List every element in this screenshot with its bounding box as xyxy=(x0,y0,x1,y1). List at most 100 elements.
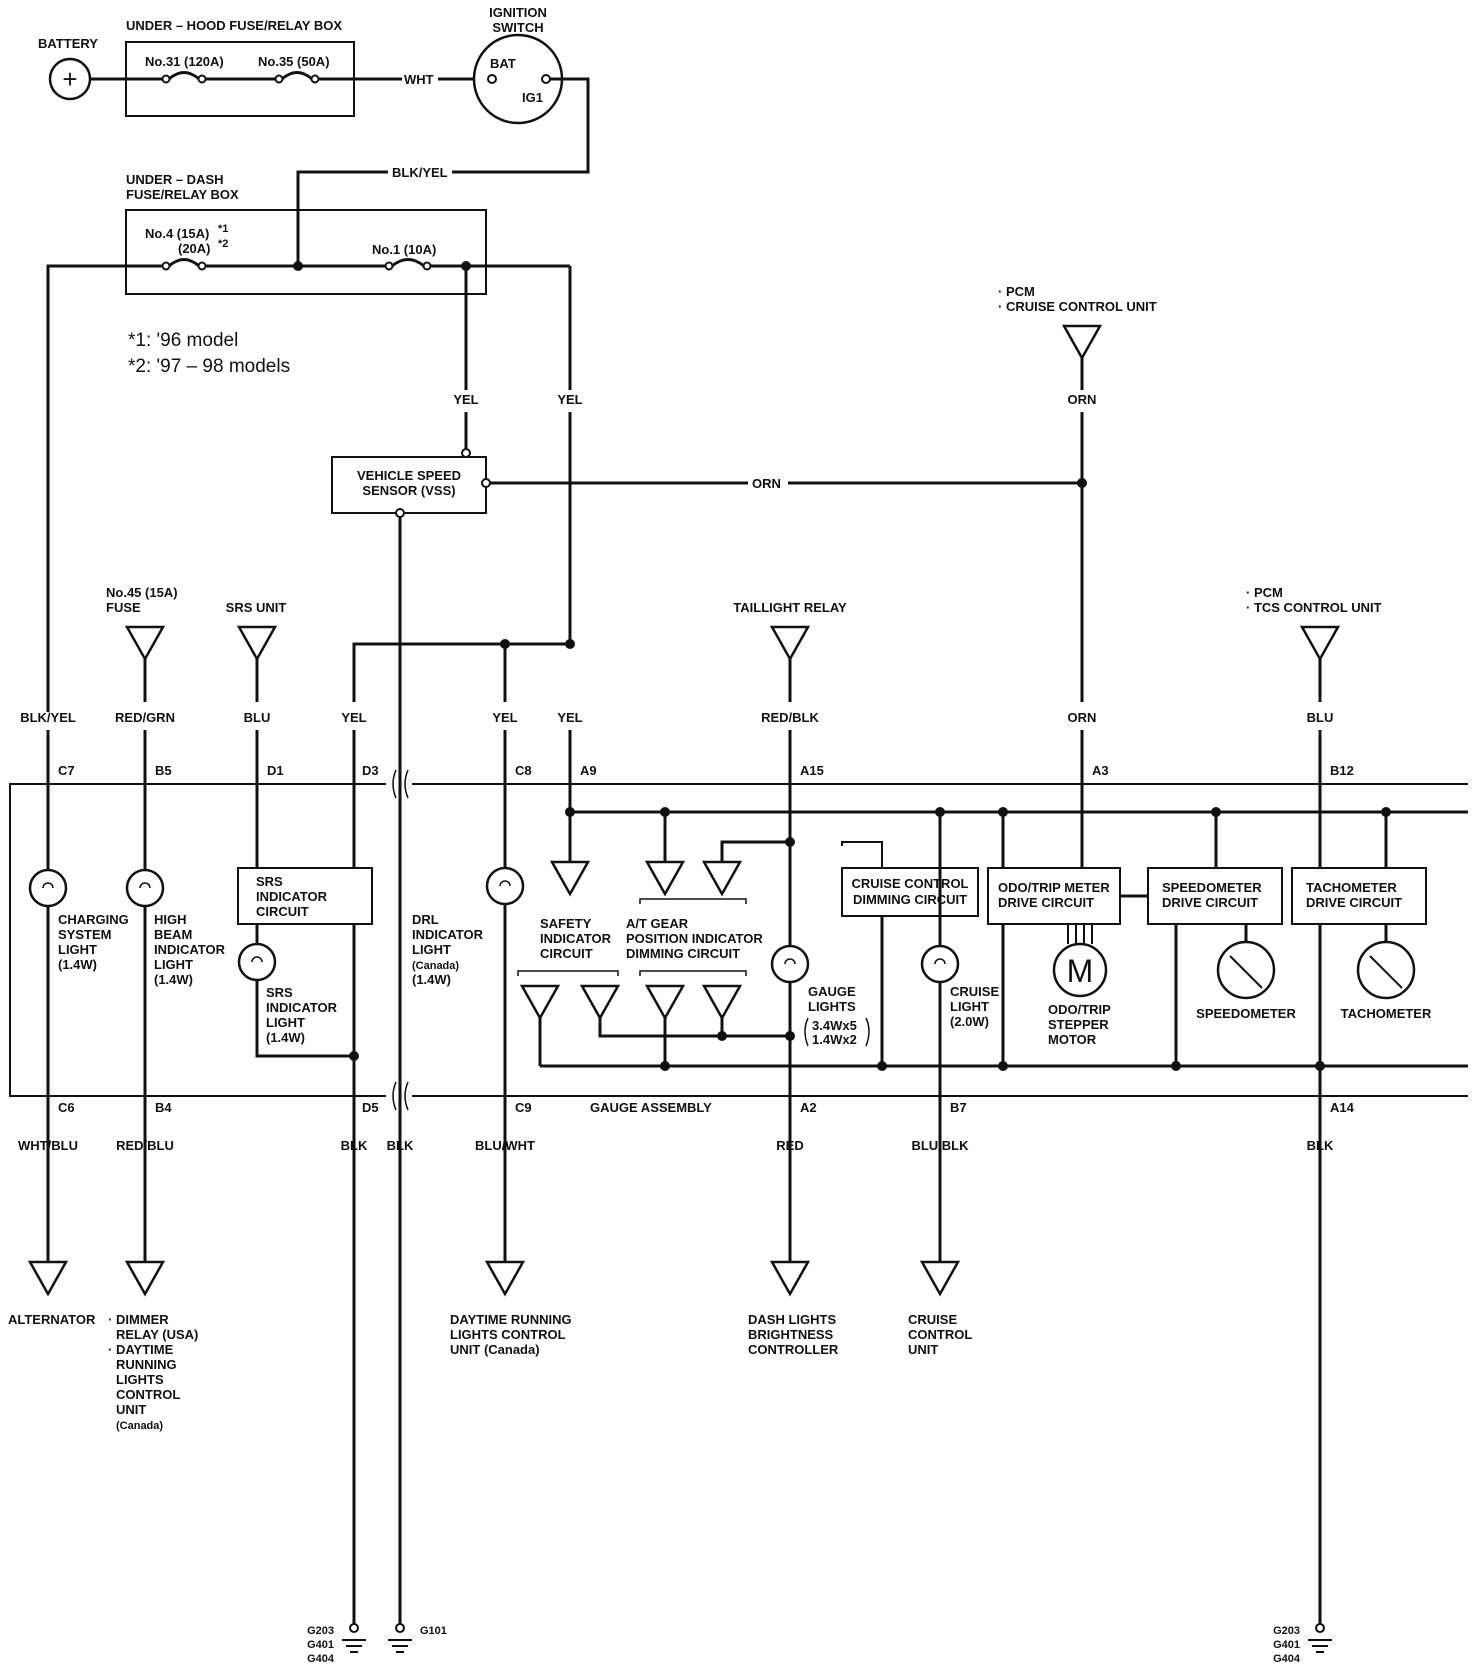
safety-line-2: INDICATOR xyxy=(540,931,612,946)
dest-dimmer-relay: · DIMMER RELAY (USA) · DAYTIME RUNNING L… xyxy=(108,1260,198,1432)
ground-left xyxy=(342,1623,366,1653)
dash-line-3: CONTROLLER xyxy=(748,1342,839,1357)
wire-label-blu-1: BLU xyxy=(244,710,271,725)
tachometer-drive-circuit: TACHOMETER DRIVE CIRCUIT xyxy=(1291,867,1427,925)
dash-line-1: DASH LIGHTS xyxy=(748,1312,836,1327)
motor-line-2: STEPPER xyxy=(1048,1017,1109,1032)
wire-label-yel-3: YEL xyxy=(341,710,366,725)
wire-label-red-blu: RED/BLU xyxy=(116,1138,174,1153)
speedo-line-2: DRIVE CIRCUIT xyxy=(1162,895,1258,910)
srs-circuit-line-2: INDICATOR xyxy=(256,889,328,904)
at-line-1: A/T GEAR xyxy=(626,916,689,931)
wire-label-yel-1: YEL xyxy=(453,392,478,407)
pin-c6: C6 xyxy=(58,1100,75,1115)
footnote-2: *2: '97 – 98 models xyxy=(128,356,290,377)
fuse-4-mark-2: *2 xyxy=(218,238,228,250)
wire-label-blu-2: BLU xyxy=(1307,710,1334,725)
at-line-3: DIMMING CIRCUIT xyxy=(626,946,740,961)
gauge-lights-line-3: 3.4Wx5 xyxy=(812,1018,857,1033)
pin-a9: A9 xyxy=(580,763,597,778)
charging-system-light: CHARGING SYSTEM LIGHT (1.4W) xyxy=(28,868,129,972)
underhood-box-title: UNDER – HOOD FUSE/RELAY BOX xyxy=(126,18,342,33)
vehicle-speed-sensor: VEHICLE SPEED SENSOR (VSS) xyxy=(331,456,491,518)
wire-label-orn-mid: ORN xyxy=(752,476,781,491)
cruise-control-dimming-circuit: CRUISE CONTROL DIMMING CIRCUIT xyxy=(841,841,979,917)
motor-symbol: M xyxy=(1067,953,1094,989)
dest-cruise-control-unit: CRUISE CONTROL UNIT xyxy=(908,1260,972,1357)
dest-drl-control-unit: DAYTIME RUNNING LIGHTS CONTROL UNIT (Can… xyxy=(450,1260,572,1357)
fuse-4-label: No.4 (15A) xyxy=(145,226,209,241)
dimmer-line-4: RUNNING xyxy=(116,1357,177,1372)
pin-c8: C8 xyxy=(515,763,532,778)
ground-g101 xyxy=(388,1623,412,1653)
vss-line-2: SENSOR (VSS) xyxy=(362,483,455,498)
fuse-45-line-2: FUSE xyxy=(106,600,141,615)
pin-c9: C9 xyxy=(515,1100,532,1115)
charging-line-3: LIGHT xyxy=(58,942,97,957)
source-pcm-tcs: · PCM · TCS CONTROL UNIT xyxy=(1246,585,1382,662)
gauge-lights-line-4: 1.4Wx2 xyxy=(812,1032,857,1047)
motor-line-3: MOTOR xyxy=(1048,1032,1097,1047)
odo-line-2: DRIVE CIRCUIT xyxy=(998,895,1094,910)
drl-indicator-light: DRL INDICATOR LIGHT (Canada) (1.4W) xyxy=(412,866,525,987)
speedometer-drive-circuit: SPEEDOMETER DRIVE CIRCUIT xyxy=(1147,867,1283,925)
cruise-light-line-3: (2.0W) xyxy=(950,1014,989,1029)
srs-light-line-2: INDICATOR xyxy=(266,1000,338,1015)
drl-line-4: (Canada) xyxy=(412,960,459,972)
ground-left-2: G401 xyxy=(307,1639,334,1651)
pin-a14: A14 xyxy=(1330,1100,1355,1115)
odo-trip-meter-drive-circuit: ODO/TRIP METER DRIVE CIRCUIT xyxy=(987,867,1121,925)
source-fuse-45: No.45 (15A) FUSE xyxy=(106,585,178,662)
cruise-light: CRUISE LIGHT (2.0W) xyxy=(920,944,999,1029)
source-taillight-relay: TAILLIGHT RELAY xyxy=(733,600,847,662)
footnotes: *1: '96 model *2: '97 – 98 models xyxy=(128,330,290,377)
battery-plus: + xyxy=(62,64,77,94)
drl-unit-line-1: DAYTIME RUNNING xyxy=(450,1312,572,1327)
wire-label-blk-yel-top: BLK/YEL xyxy=(392,165,448,180)
gauge-lights-line-2: LIGHTS xyxy=(808,999,856,1014)
pcm-top-line-1: · PCM xyxy=(998,284,1035,299)
speedometer: SPEEDOMETER xyxy=(1196,940,1296,1021)
dimmer-line-1: · DIMMER xyxy=(108,1312,169,1327)
wire-label-yel-2: YEL xyxy=(557,392,582,407)
dimmer-line-6: CONTROL xyxy=(116,1387,180,1402)
fuse-4-mark-1: *1 xyxy=(218,223,228,235)
srs-light-line-3: LIGHT xyxy=(266,1015,305,1030)
wire-label-wht: WHT xyxy=(404,72,434,87)
fuse-45-line-1: No.45 (15A) xyxy=(106,585,178,600)
wire-label-orn-top: ORN xyxy=(1068,392,1097,407)
pcm-tcs-line-1: · PCM xyxy=(1246,585,1283,600)
highbeam-line-3: INDICATOR xyxy=(154,942,226,957)
drl-line-5: (1.4W) xyxy=(412,972,451,987)
odo-line-1: ODO/TRIP METER xyxy=(998,880,1110,895)
odo-trip-stepper-motor: M ODO/TRIP STEPPER MOTOR xyxy=(1048,924,1111,1047)
battery: + BATTERY xyxy=(38,36,98,101)
gauge-lights-line-1: GAUGE xyxy=(808,984,856,999)
srs-circuit-line-1: SRS xyxy=(256,874,283,889)
high-beam-indicator-light: HIGH BEAM INDICATOR LIGHT (1.4W) xyxy=(125,868,226,987)
ground-g101-label: G101 xyxy=(420,1625,447,1637)
wire-label-blk-yel: BLK/YEL xyxy=(20,710,76,725)
pin-a3: A3 xyxy=(1092,763,1109,778)
gauge-lights: GAUGE LIGHTS 3.4Wx5 1.4Wx2 xyxy=(770,944,870,1047)
pcm-tcs-line-2: · TCS CONTROL UNIT xyxy=(1246,600,1382,615)
pin-d1: D1 xyxy=(267,763,284,778)
srs-unit-label: SRS UNIT xyxy=(226,600,287,615)
srs-circuit-line-3: CIRCUIT xyxy=(256,904,309,919)
cruise-unit-line-1: CRUISE xyxy=(908,1312,957,1327)
srs-light-line-1: SRS xyxy=(266,985,293,1000)
drl-unit-line-2: LIGHTS CONTROL xyxy=(450,1327,566,1342)
ignition-switch: IGNITION SWITCH BAT IG1 xyxy=(472,5,564,125)
dimmer-line-7: UNIT xyxy=(116,1402,146,1417)
at-gear-position-indicator-dimming-circuit: A/T GEAR POSITION INDICATOR DIMMING CIRC… xyxy=(626,860,763,1021)
cruise-unit-line-3: UNIT xyxy=(908,1342,938,1357)
wire-label-blk-2: BLK xyxy=(387,1138,414,1153)
highbeam-line-4: LIGHT xyxy=(154,957,193,972)
tacho-line-2: DRIVE CIRCUIT xyxy=(1306,895,1402,910)
drl-unit-line-3: UNIT (Canada) xyxy=(450,1342,540,1357)
wire-label-red-blk: RED/BLK xyxy=(761,710,819,725)
dimmer-line-8: (Canada) xyxy=(116,1420,163,1432)
wire-label-blu-wht: BLU/WHT xyxy=(475,1138,535,1153)
ground-right xyxy=(1308,1623,1332,1653)
underdash-title-2: FUSE/RELAY BOX xyxy=(126,187,239,202)
